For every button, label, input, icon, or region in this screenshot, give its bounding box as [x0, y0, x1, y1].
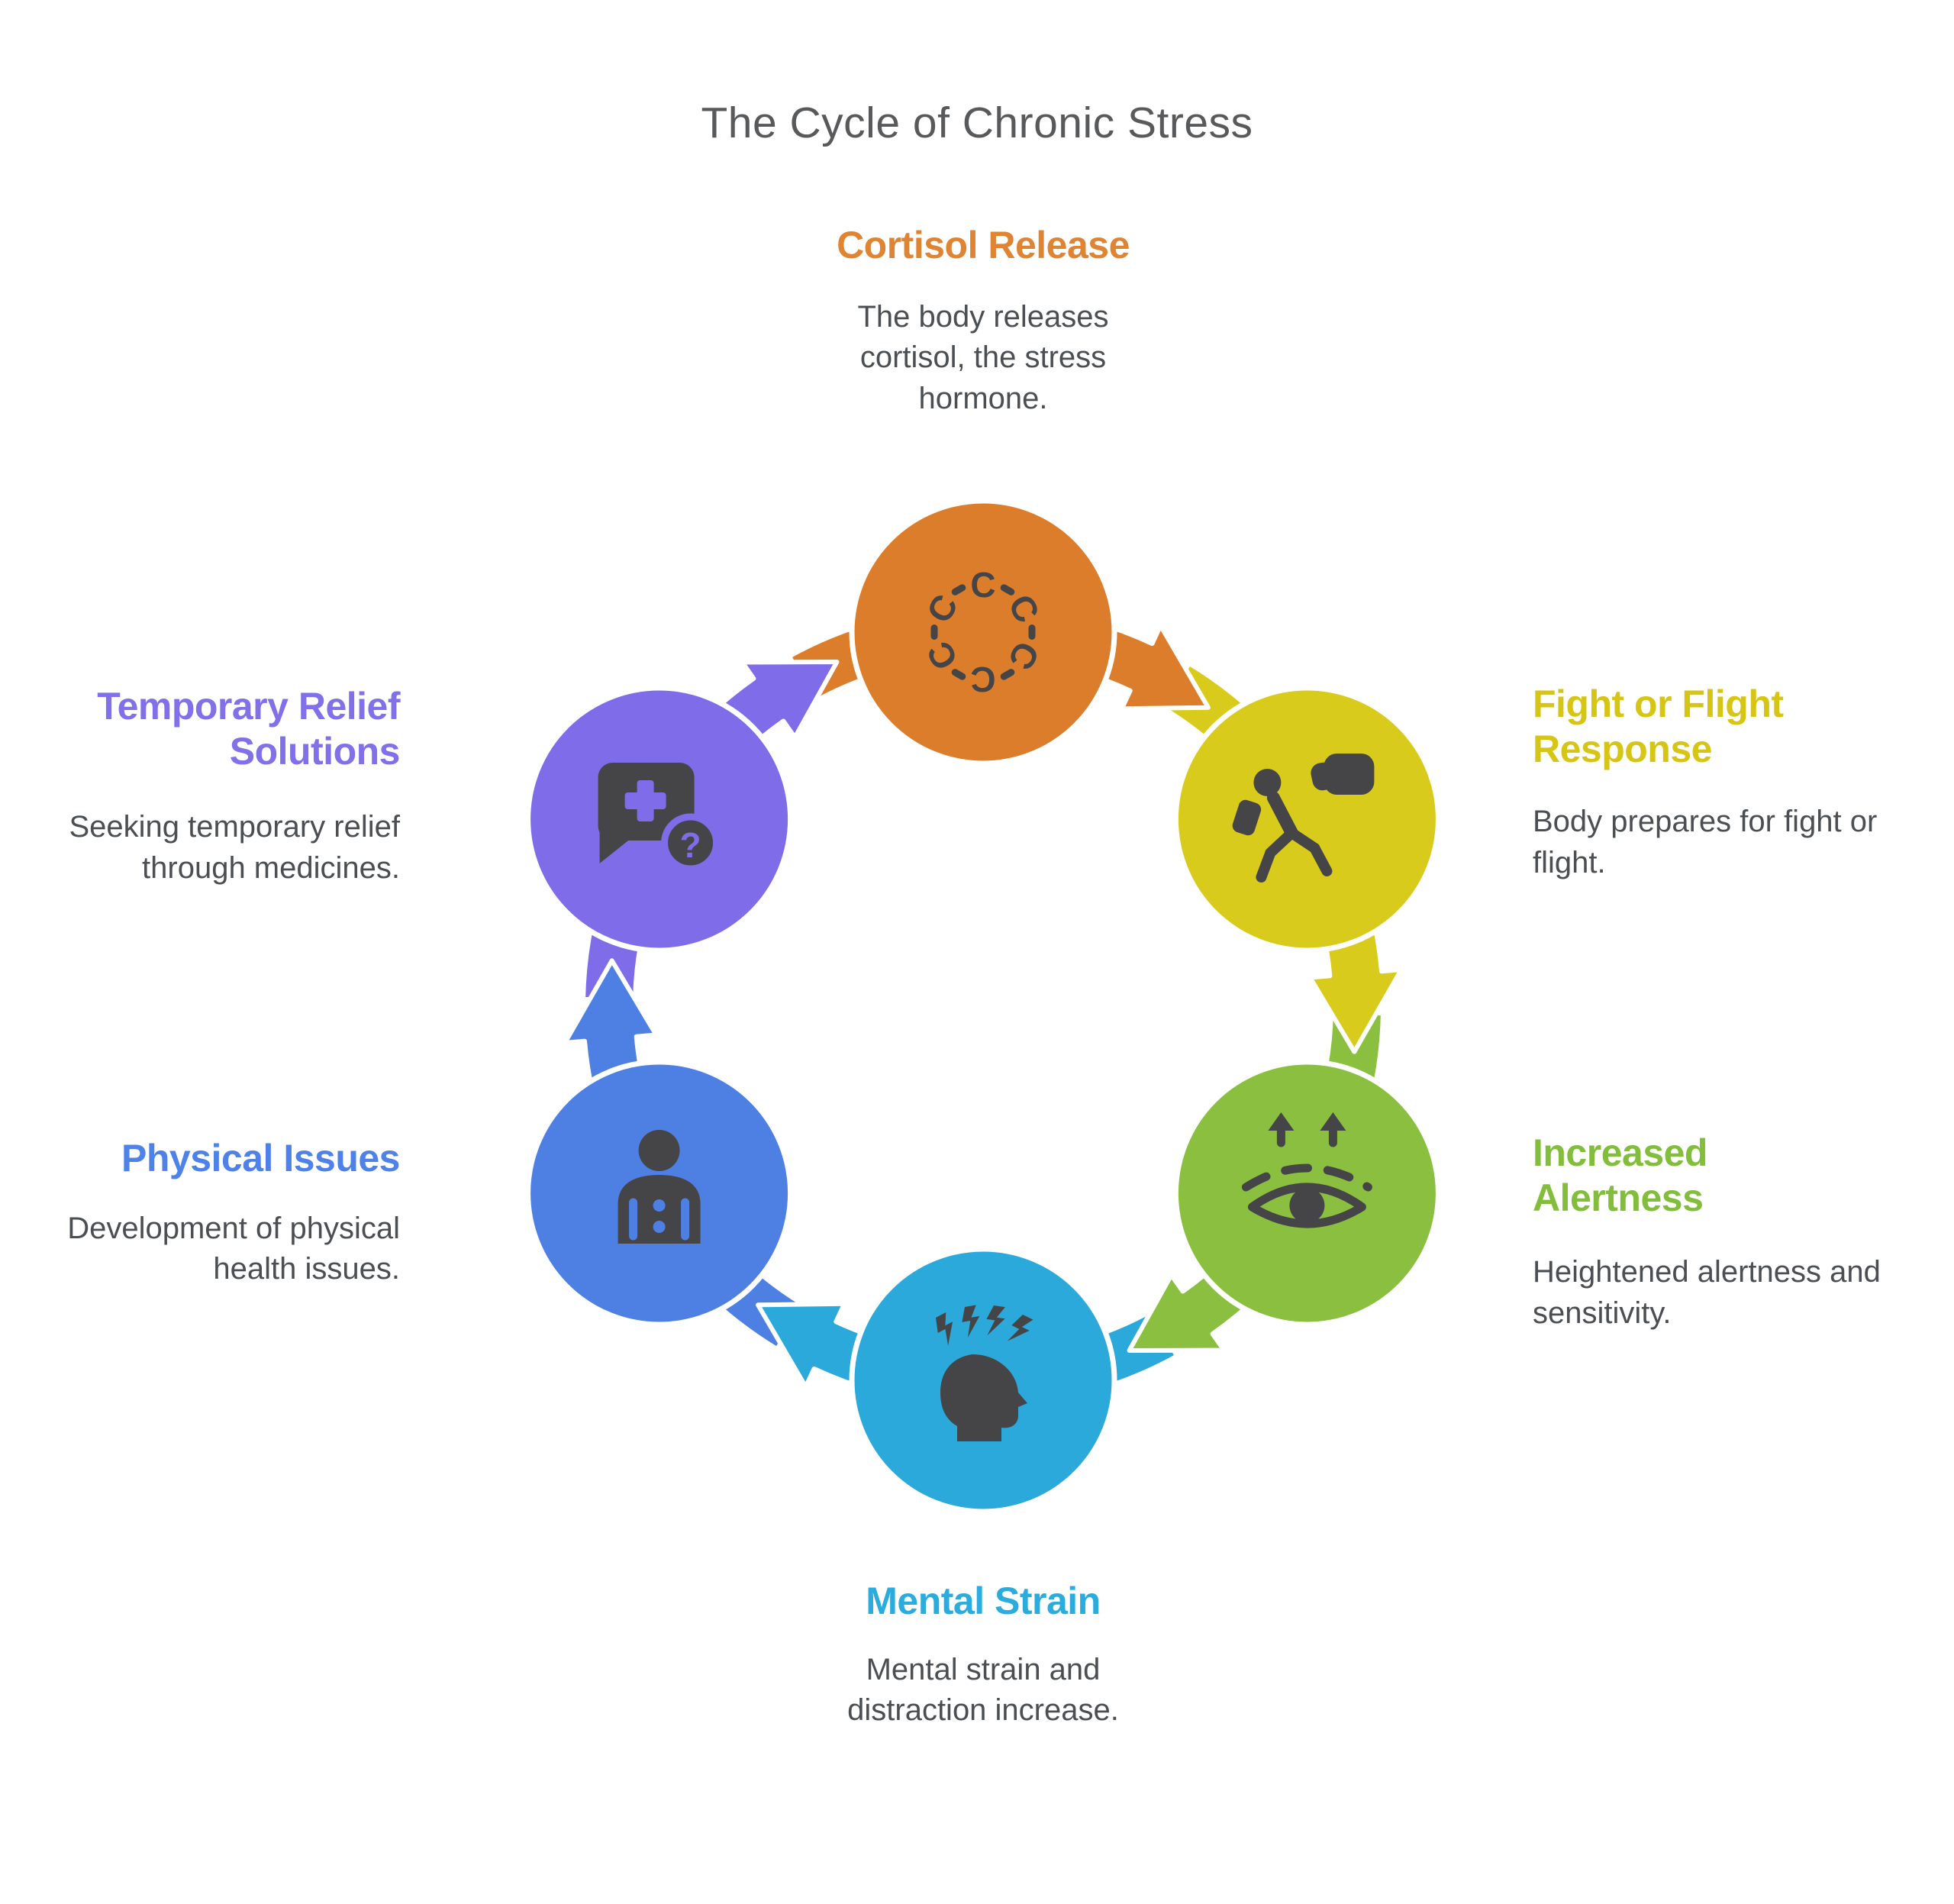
- node-description-physical-issues: Development of physical health issues.: [67, 1211, 400, 1286]
- node-label-increased-alertness: Increased Alertness: [1533, 1131, 1707, 1219]
- node-label-temporary-relief-solutions: Temporary Relief Solutions: [97, 685, 400, 773]
- node-text-increased-alertness: Increased Alertness Heightened alertness…: [1533, 1131, 1954, 1334]
- node-description-cortisol-release: The body releases cortisol, the stress h…: [857, 299, 1109, 415]
- strained-head-icon: [936, 1305, 1033, 1441]
- svg-text:C: C: [970, 660, 995, 699]
- alert-eye-icon: [1241, 1112, 1372, 1228]
- node-description-temporary-relief-solutions: Seeking temporary relief through medicin…: [69, 810, 400, 885]
- node-text-physical-issues: Physical Issues Development of physical …: [0, 1136, 400, 1290]
- medical-chat-icon: ?: [598, 763, 721, 873]
- node-description-fight-or-flight: Body prepares for fight or flight.: [1533, 805, 1878, 879]
- node-text-temporary-relief-solutions: Temporary Relief Solutions Seeking tempo…: [0, 684, 400, 889]
- node-label-physical-issues: Physical Issues: [121, 1137, 400, 1180]
- fist-runner-icon: [1232, 754, 1375, 883]
- node-description-increased-alertness: Heightened alertness and sensitivity.: [1533, 1255, 1881, 1330]
- node-description-mental-strain: Mental strain and distraction increase.: [847, 1652, 1119, 1728]
- node-label-cortisol-release: Cortisol Release: [837, 224, 1130, 266]
- node-label-mental-strain: Mental Strain: [866, 1580, 1101, 1622]
- node-circle-fight-or-flight: [1172, 685, 1441, 954]
- node-text-fight-or-flight: Fight or Flight Response Body prepares f…: [1533, 682, 1954, 883]
- node-circle-cortisol-release: [849, 498, 1117, 766]
- svg-text:C: C: [970, 565, 995, 605]
- node-text-mental-strain: Mental Strain Mental strain and distract…: [678, 1579, 1288, 1731]
- node-label-fight-or-flight: Fight or Flight Response: [1533, 683, 1784, 770]
- node-text-cortisol-release: Cortisol Release The body releases corti…: [678, 223, 1288, 419]
- page-title: The Cycle of Chronic Stress: [701, 98, 1253, 147]
- svg-text:?: ?: [680, 825, 701, 865]
- person-icon: [617, 1130, 701, 1244]
